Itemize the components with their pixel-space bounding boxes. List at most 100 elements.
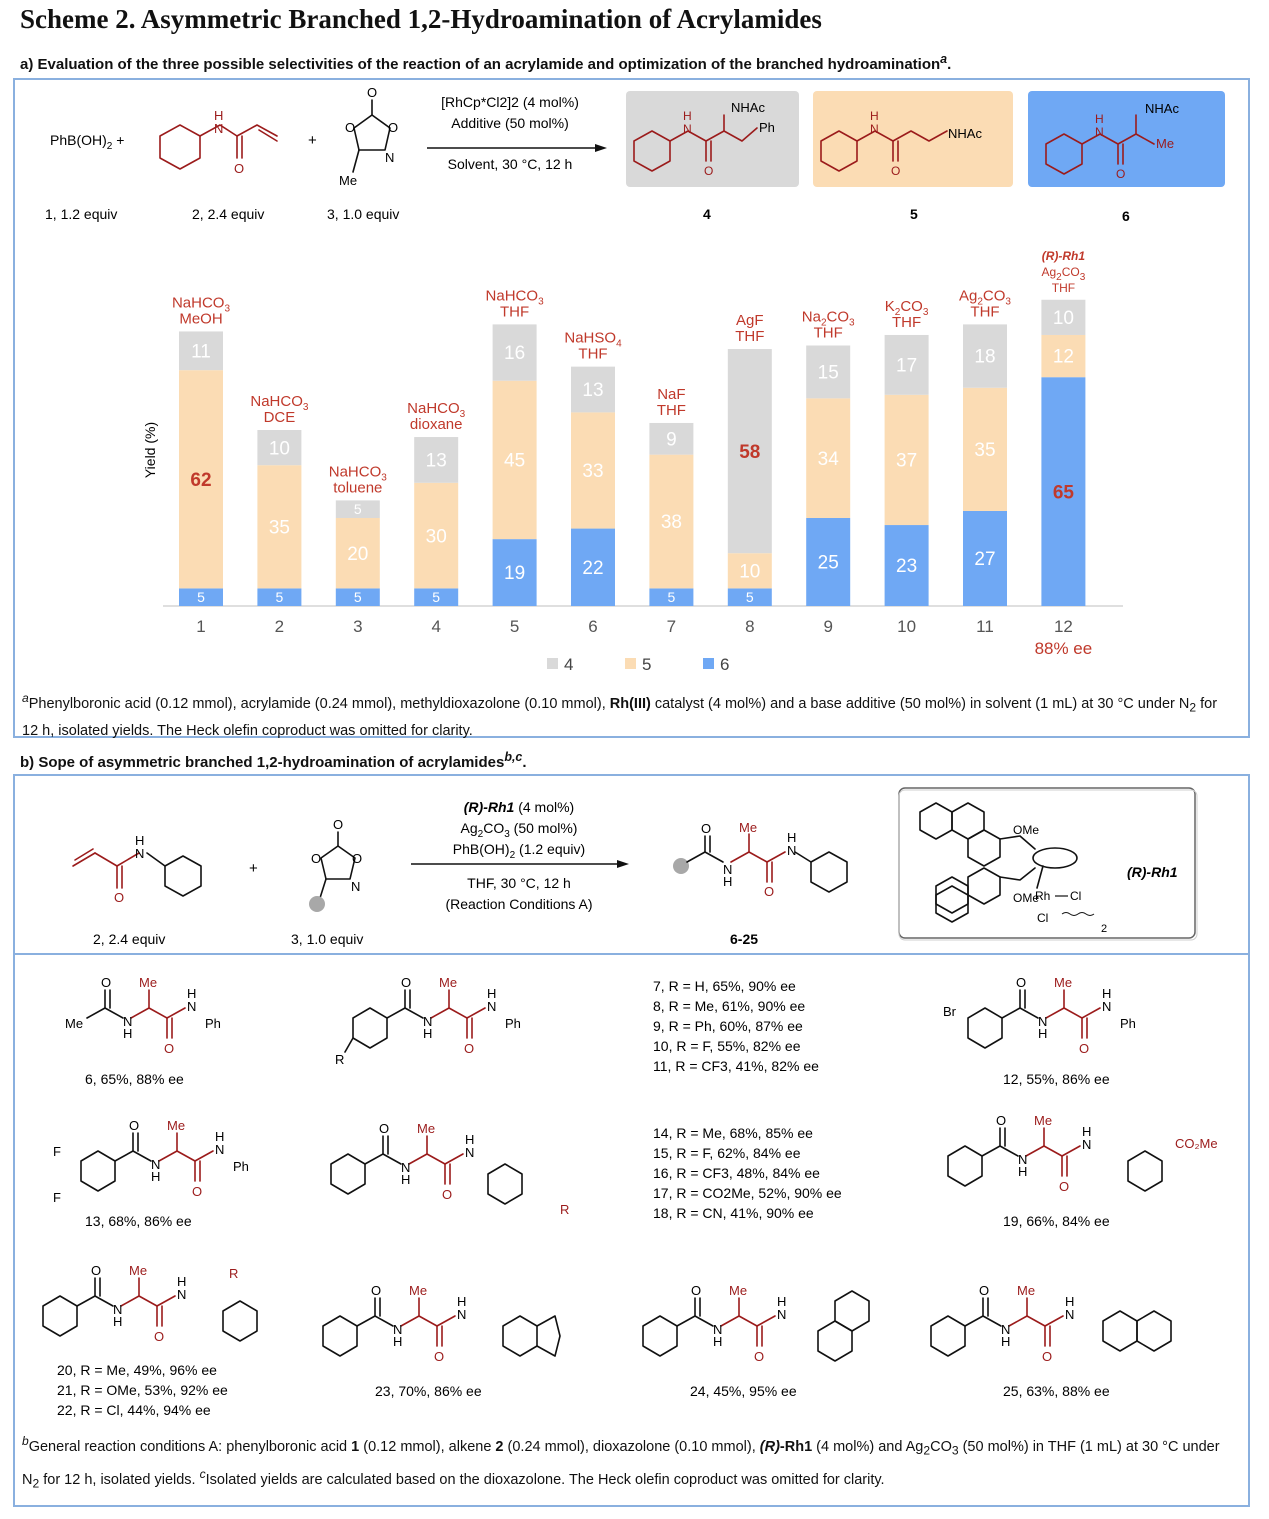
compound-14-18: R [330, 1120, 569, 1217]
svg-text:N: N [723, 862, 732, 877]
svg-text:10, R = F, 55%, 82% ee: 10, R = F, 55%, 82% ee [653, 1038, 801, 1054]
compound-6-label: 6, 65%, 88% ee [85, 1071, 184, 1087]
condition-label-3-1: toluene [333, 479, 382, 496]
bar-segment-4-9 [806, 345, 851, 399]
x-tick-5: 5 [510, 617, 519, 636]
svg-text:O: O [345, 120, 355, 135]
condition-label-5-1: THF [500, 303, 529, 320]
svg-text:R: R [560, 1202, 569, 1217]
bar-segment-4-1 [179, 331, 223, 371]
compound-24: 24, 45%, 95% ee [642, 1282, 870, 1399]
bar-value-5-6: 33 [582, 461, 603, 482]
svg-text:Ph: Ph [759, 120, 775, 135]
svg-text:2: 2 [1101, 923, 1107, 935]
bar-segment-4-8 [727, 349, 772, 554]
svg-text:Ph: Ph [205, 1016, 221, 1031]
compound-13: F F Ph 13, 68%, 86% ee [53, 1117, 249, 1229]
bar-value-4-7: 9 [666, 429, 677, 450]
condition-label-6-1: THF [578, 346, 607, 363]
condition-label-10-1: THF [892, 314, 921, 331]
bar-value-4-9: 15 [818, 363, 839, 384]
bar-value-6-4: 5 [432, 589, 440, 605]
footnote-a: aPhenylboronic acid (0.12 mmol), acrylam… [22, 691, 1218, 739]
product-5-box [813, 91, 1013, 187]
svg-text:F: F [53, 1190, 61, 1205]
svg-text:11, R = CF3, 41%, 82% ee: 11, R = CF3, 41%, 82% ee [653, 1058, 819, 1074]
svg-text:OMe: OMe [1013, 823, 1039, 837]
compound-20-22-list: 20, R = Me, 49%, 96% ee 21, R = OMe, 53%… [57, 1362, 228, 1418]
svg-text:15, R = F, 62%, 84% ee: 15, R = F, 62%, 84% ee [653, 1145, 801, 1161]
bar-value-5-2: 35 [269, 517, 290, 538]
condition-additive: Additive (50 mol%) [451, 115, 569, 131]
svg-text:N: N [385, 150, 394, 165]
compound-13-label: 13, 68%, 86% ee [85, 1213, 192, 1229]
condition-label-1-0: NaHCO3 [172, 294, 231, 314]
bar-segment-6-1 [179, 588, 223, 606]
svg-text:14, R = Me, 68%, 85% ee: 14, R = Me, 68%, 85% ee [653, 1125, 813, 1141]
bar-value-6-1: 5 [197, 589, 205, 605]
svg-text:H: H [135, 833, 144, 848]
svg-text:R: R [335, 1052, 344, 1067]
condition-label-3-0: NaHCO3 [329, 463, 388, 483]
bar-segment-4-5 [492, 324, 537, 381]
bar-value-6-11: 27 [974, 549, 995, 570]
bar-value-4-8: 58 [739, 442, 760, 463]
x-tick-3: 3 [353, 617, 362, 636]
compound-20-22: R [42, 1262, 258, 1345]
svg-text:N: N [135, 846, 144, 861]
svg-text:H: H [787, 830, 796, 845]
acrylamide-structure [159, 124, 278, 170]
condition-label-6-0: NaHSO4 [564, 330, 622, 350]
compound-7-11-list: 7, R = H, 65%, 90% ee 8, R = Me, 61%, 90… [653, 978, 819, 1074]
bar-segment-6-6 [571, 528, 615, 606]
bar-segment-4-10 [884, 334, 929, 395]
x-tick-11: 11 [976, 617, 994, 636]
panel-a [13, 78, 1250, 738]
bar-segment-4-6 [571, 366, 615, 413]
legend-swatch-4 [547, 658, 558, 669]
bar-value-6-10: 23 [896, 556, 917, 577]
svg-text:18, R = CN, 41%, 90% ee: 18, R = CN, 41%, 90% ee [653, 1205, 814, 1221]
bar-value-6-8: 5 [746, 589, 754, 605]
bar-segment-5-6 [571, 412, 615, 529]
condition-solvent: Solvent, 30 °C, 12 h [448, 156, 573, 172]
svg-text:N: N [787, 843, 796, 858]
dioxazolone-structure [352, 99, 391, 173]
svg-text:F: F [53, 1144, 61, 1159]
x-tick-10: 10 [897, 617, 916, 636]
condition-b-ag: Ag2CO3 (50 mol%) [461, 820, 578, 840]
product-5-structure [820, 130, 948, 172]
svg-text:H: H [870, 109, 879, 123]
bar-value-4-10: 17 [896, 356, 917, 377]
compound-24-label: 24, 45%, 95% ee [690, 1383, 797, 1399]
product-6-label: 6 [1122, 208, 1130, 224]
condition-label-1-1: MeOH [179, 310, 222, 327]
section-a-heading: a) Evaluation of the three possible sele… [20, 52, 952, 73]
svg-text:O: O [114, 890, 124, 905]
svg-text:8, R = Me, 61%, 90% ee: 8, R = Me, 61%, 90% ee [653, 998, 805, 1014]
scheme-title: Scheme 2. Asymmetric Branched 1,2-Hydroa… [20, 4, 822, 34]
bar-value-5-10: 37 [896, 451, 917, 472]
bar-segment-5-9 [806, 398, 851, 518]
condition-label-12-0: (R)-Rh1 [1042, 249, 1086, 263]
bar-value-5-7: 38 [661, 512, 682, 533]
section-b-heading: b) Sope of asymmetric branched 1,2-hydro… [20, 750, 527, 771]
svg-text:Me: Me [739, 820, 757, 835]
svg-text:NHAc: NHAc [948, 126, 982, 141]
reagent-1-formula: PhB(OH)2 + [50, 132, 124, 152]
svg-text:Cl: Cl [1070, 889, 1081, 903]
bar-value-5-1: 62 [190, 470, 211, 491]
svg-text:+: + [308, 132, 317, 149]
condition-label-11-0: Ag2CO3 [959, 287, 1011, 307]
bar-segment-5-11 [963, 387, 1007, 511]
compound-19-label: 19, 66%, 84% ee [1003, 1213, 1110, 1229]
condition-label-7-0: NaF [657, 386, 685, 403]
condition-b-name: (Reaction Conditions A) [445, 896, 592, 912]
svg-text:N: N [214, 121, 223, 136]
bar-value-6-2: 5 [276, 589, 284, 605]
svg-text:R: R [229, 1266, 238, 1281]
bar-value-4-6: 13 [582, 380, 603, 401]
reaction-scheme-a: PhB(OH)2 + H N O + O O O N Me [RhCp*Cl2]… [45, 85, 1225, 224]
svg-text:O: O [891, 164, 900, 178]
svg-text:O: O [352, 851, 362, 866]
